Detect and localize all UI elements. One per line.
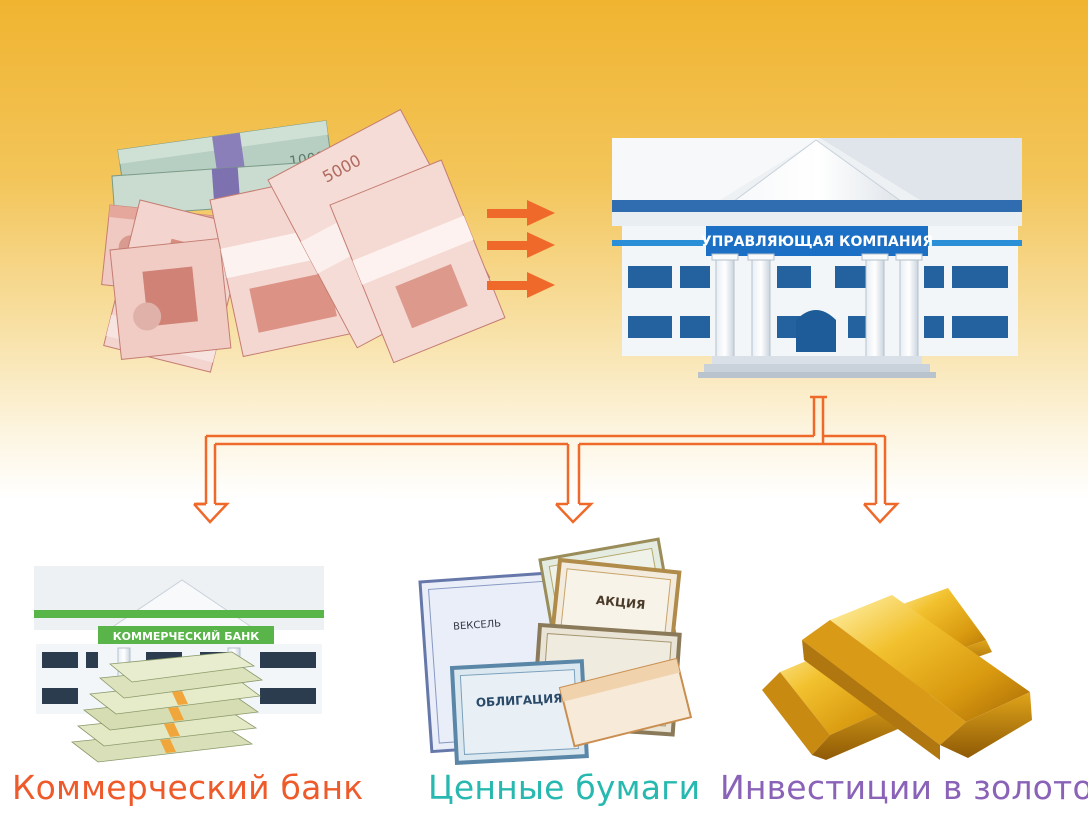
arrow-down-icon-3 xyxy=(863,502,900,524)
arrow-right-icon-3 xyxy=(487,272,555,298)
caption-securities: Ценные бумаги xyxy=(428,768,701,807)
caption-commercial-bank: Коммерческий банк xyxy=(12,768,364,807)
flow-arrows xyxy=(487,200,555,298)
securities-image: ВЕКСЕЛЬ АКЦИЯ ОБЛИГАЦИЯ xyxy=(418,537,693,765)
document-title-bill: ВЕКСЕЛЬ xyxy=(453,618,502,632)
commercial-bank-image: КОММЕРЧЕСКИЙ БАНК xyxy=(34,566,324,763)
distribution-arrowheads xyxy=(193,502,900,524)
bank-sign-label: КОММЕРЧЕСКИЙ БАНК xyxy=(113,630,260,643)
company-sign-label: УПРАВЛЯЮЩАЯ КОМПАНИЯ xyxy=(701,234,933,250)
arrow-right-icon-1 xyxy=(487,200,555,226)
distribution-connector xyxy=(196,395,887,506)
money-stack-image: 1000 5000 xyxy=(101,108,506,373)
management-company-building: УПРАВЛЯЮЩАЯ КОМПАНИЯ xyxy=(612,138,1022,378)
document-title-share: АКЦИЯ xyxy=(595,593,646,612)
caption-gold-investment: Инвестиции в золото xyxy=(720,768,1088,807)
arrow-down-icon-1 xyxy=(193,502,230,524)
document-title-bond: ОБЛИГАЦИЯ xyxy=(475,691,562,710)
gold-bars-image xyxy=(762,588,1032,760)
arrow-down-icon-2 xyxy=(555,502,595,524)
arrow-right-icon-2 xyxy=(487,232,555,258)
